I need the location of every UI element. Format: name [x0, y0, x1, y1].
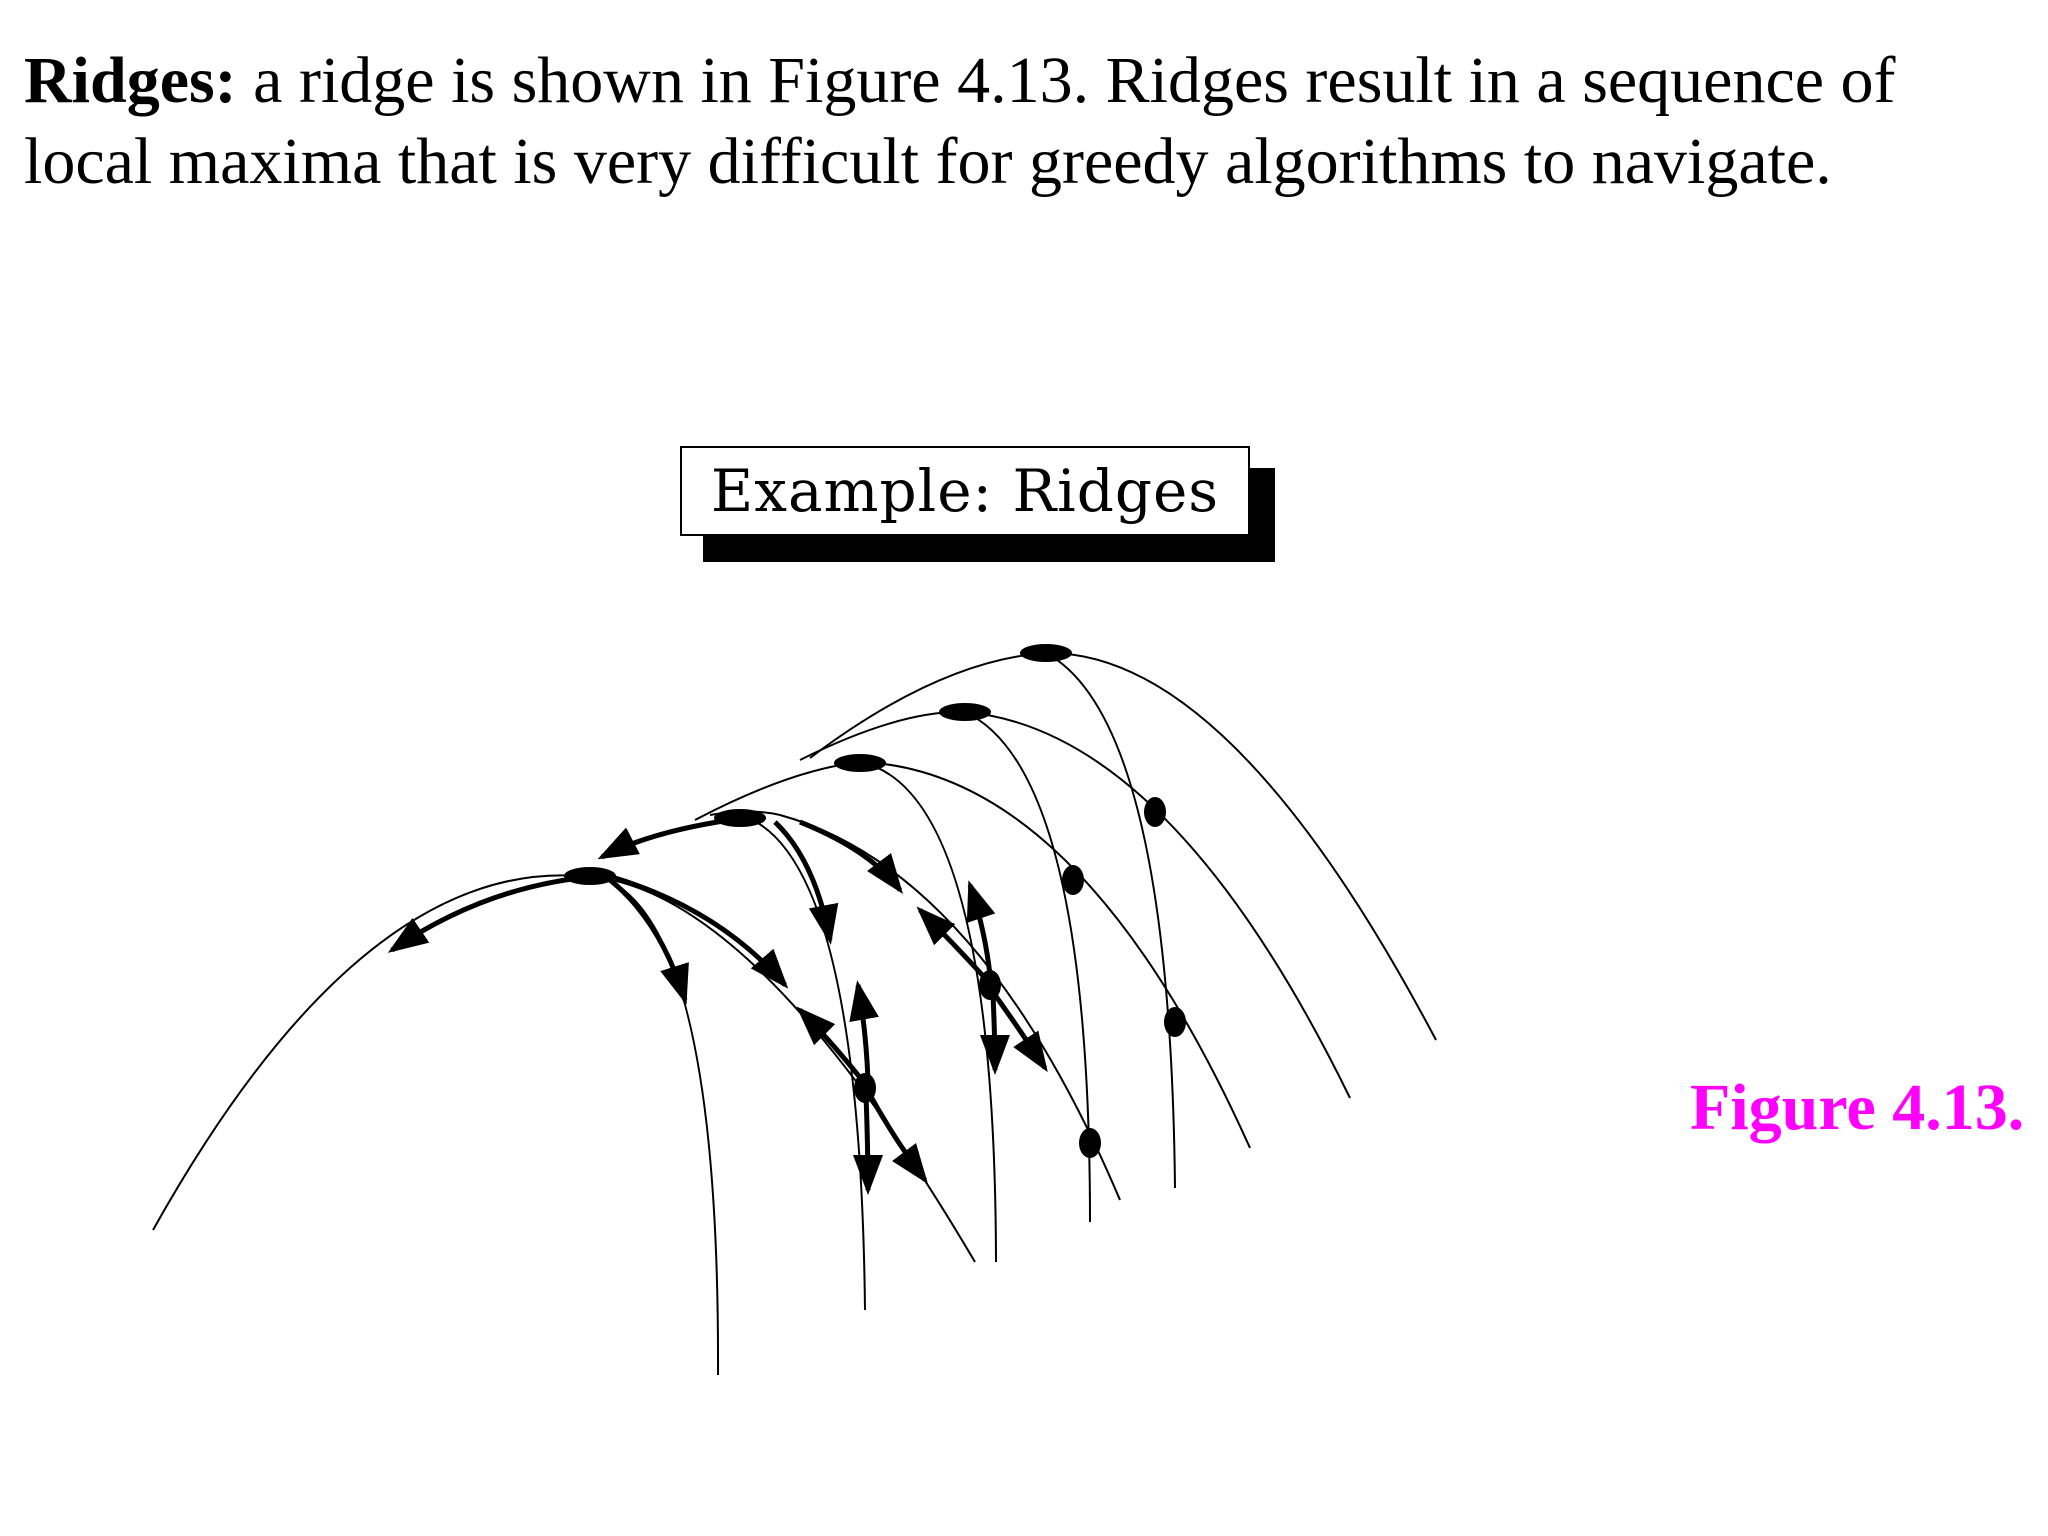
intro-paragraph: Ridges: a ridge is shown in Figure 4.13.…: [24, 40, 2024, 202]
arrow-down-3: [852, 1094, 883, 1195]
arrow-down-right-1: [867, 1093, 928, 1185]
maximum-dot: [1020, 644, 1072, 662]
ridge-curve-4: [799, 710, 1351, 1099]
arrow-up-1: [849, 980, 879, 1081]
intro-line-1: a ridge is shown in Figure 4.13. Ridges …: [236, 44, 1896, 117]
ridge-curves: [152, 651, 1437, 1263]
cross-curve-5: [1045, 652, 1176, 1189]
maximum-dot: [564, 867, 616, 885]
slope-dot: [1062, 865, 1084, 895]
intro-line-2: local maxima that is very difficult for …: [24, 125, 1832, 198]
arrow-left-down: [387, 875, 581, 953]
figure-caption: Figure 4.13.: [1690, 1071, 2025, 1144]
slope-dot: [1144, 797, 1166, 827]
arrow-down-1: [608, 878, 689, 1005]
term-ridges: Ridges:: [24, 44, 237, 117]
maximum-dot: [834, 754, 886, 772]
maximum-dot: [939, 703, 991, 721]
slope-dot: [1079, 1128, 1101, 1158]
arrow-down-right-2: [992, 993, 1048, 1073]
arrow-ridge-back: [597, 817, 731, 860]
arrow-diag-2: [799, 819, 904, 894]
cross-curve-4: [964, 711, 1091, 1223]
slope-dots: [854, 797, 1186, 1158]
arrow-up-2: [966, 880, 996, 976]
maxima-dots: [564, 644, 1072, 885]
arrow-up-left-1: [796, 1006, 864, 1082]
maximum-dot: [714, 809, 766, 827]
arrow-down-4: [979, 994, 1010, 1075]
figure-title: Example: Ridges: [680, 446, 1250, 536]
ridge-curve-3: [694, 760, 1251, 1149]
ridge-curve-back: [809, 651, 1437, 1041]
arrow-up-left-2: [916, 906, 987, 980]
slope-dot: [1164, 1007, 1186, 1037]
arrow-down-2: [773, 820, 839, 945]
cross-curve-1: [589, 873, 720, 1376]
arrow-diag-1: [614, 875, 789, 989]
search-arrows: [387, 817, 1048, 1195]
cross-curve-3: [859, 761, 997, 1263]
